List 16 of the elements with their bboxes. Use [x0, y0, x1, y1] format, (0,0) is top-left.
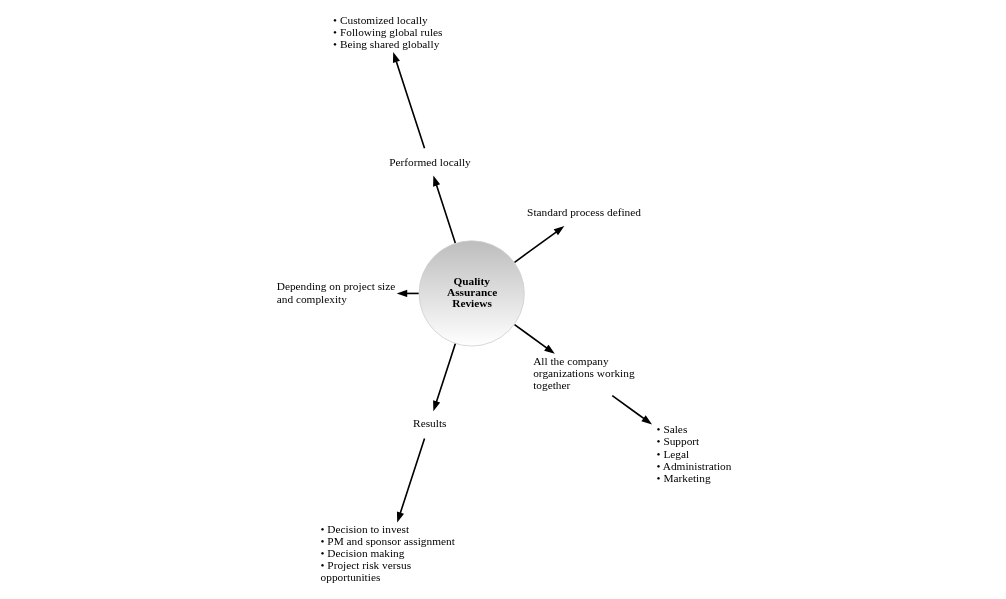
node-text: Standard process defined [526, 205, 641, 218]
arrow [513, 226, 564, 264]
node-text: Depending on project size and complexity [276, 280, 395, 305]
arrow [513, 323, 555, 354]
node-text: Results [412, 416, 446, 429]
node-text: Performed locally [388, 156, 471, 169]
node-text: • Sales • Support • Legal • Administration • Marketing [656, 423, 731, 484]
node-text: • Decision to invest • PM and sponsor assignment • Decision making • Project risk versus opportunities [320, 522, 455, 584]
arrow [432, 175, 456, 244]
arrow [396, 437, 425, 523]
node-text: • Customized locally • Following global rules • Being shared globally [332, 13, 443, 50]
arrow [392, 51, 425, 150]
node-text: All the company organizations working together [532, 354, 635, 392]
arrow [432, 343, 456, 412]
arrow [610, 394, 652, 425]
node-circle: Quality Assurance Reviews [418, 240, 525, 347]
